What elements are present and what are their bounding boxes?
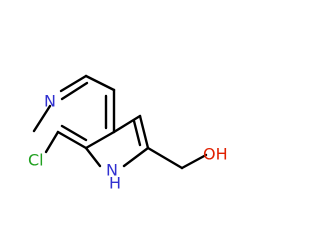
bond-c2-ch2: [146, 146, 184, 170]
atom-nh-n: N: [106, 161, 118, 180]
bond-n6-c5-inner: [60, 81, 89, 101]
atom-oh: OH: [203, 145, 228, 164]
bond-c3a-c7a: [84, 130, 116, 150]
atom-n-pyridine: N: [44, 92, 56, 111]
bond-n6-c7: [32, 104, 52, 133]
bond-c7a-n1: [84, 146, 102, 168]
bond-c7a-c7-inner: [60, 124, 88, 142]
bond-n6-c5: [59, 74, 88, 93]
atom-nh-h: H: [109, 174, 121, 193]
bond-n1-c2: [122, 146, 150, 168]
bond-c3-c3a: [112, 114, 142, 134]
bond-c7-cl: [44, 130, 60, 154]
bond-c2-c3-inner: [132, 119, 142, 147]
bond-c2-c3: [138, 114, 150, 150]
bond-ch2-oh: [180, 153, 208, 170]
bond-c7a-c7: [56, 130, 88, 150]
atom-cl: Cl: [28, 151, 44, 170]
bond-c5-c4: [84, 74, 116, 92]
molecule-structure: N Cl N H OH: [28, 74, 228, 193]
